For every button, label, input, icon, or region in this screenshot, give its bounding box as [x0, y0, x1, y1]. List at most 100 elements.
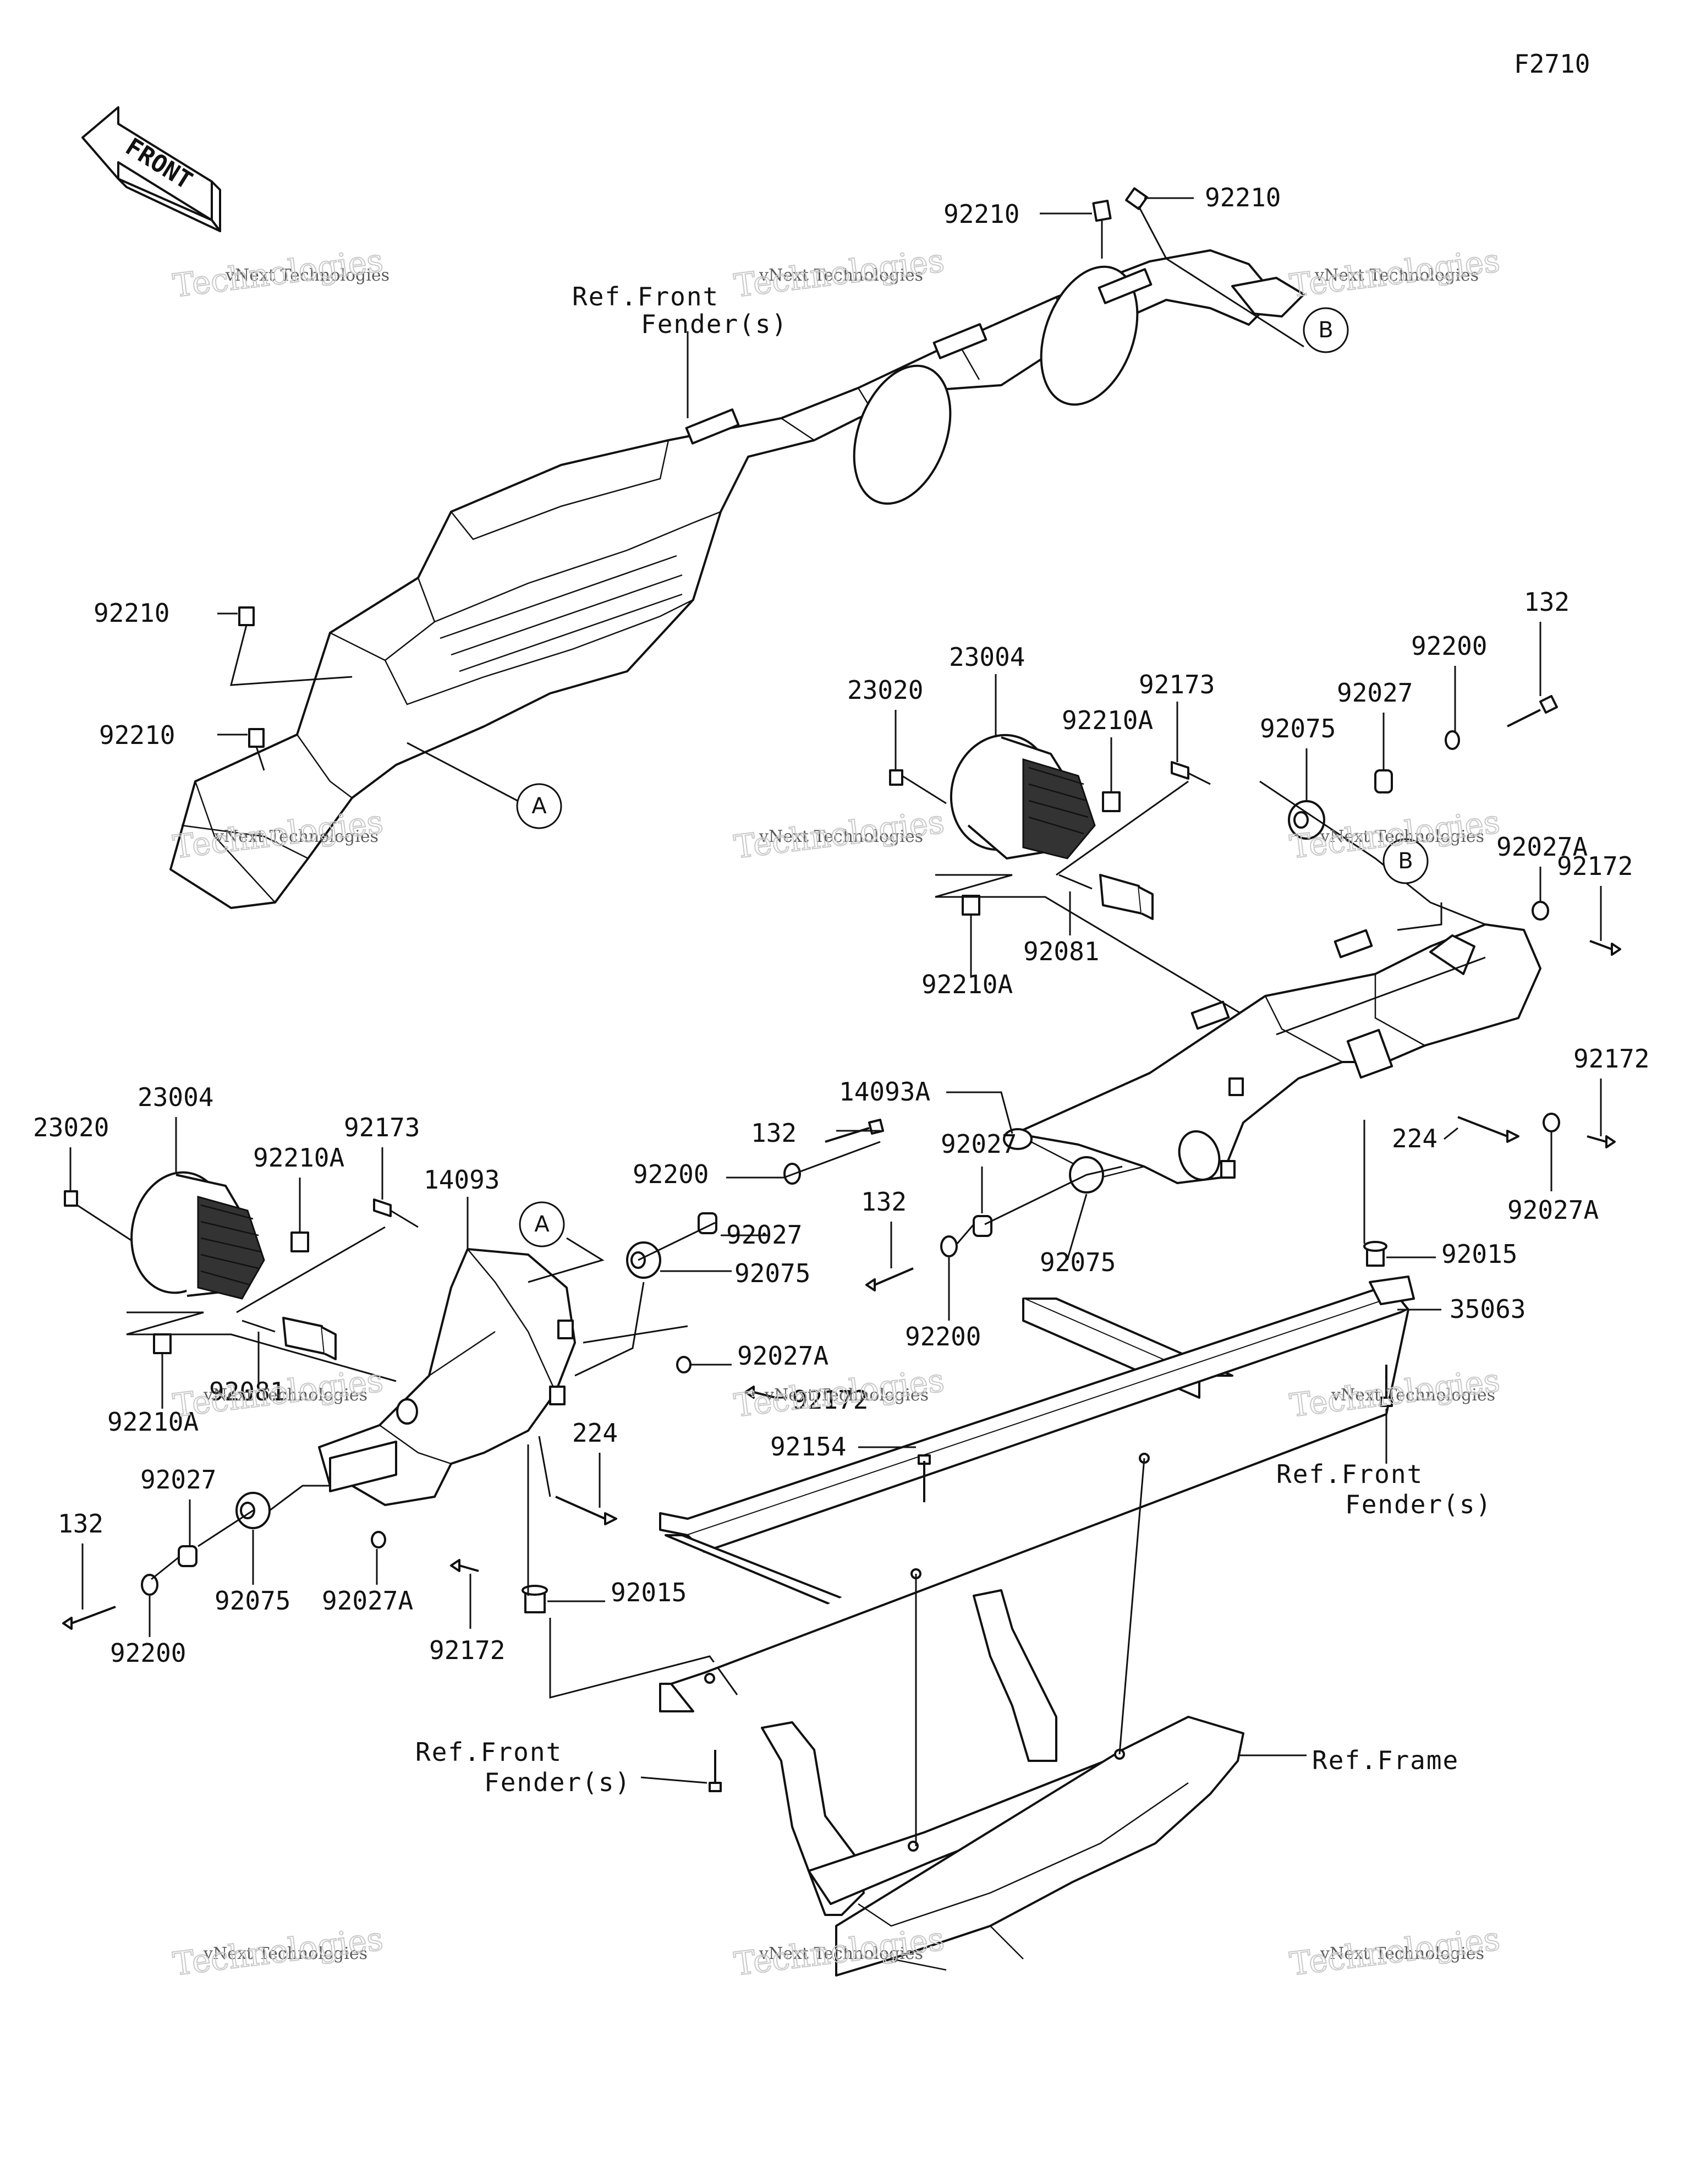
label-92200-top: 92200 [1411, 631, 1487, 661]
clip-92210-top-b [1125, 187, 1148, 210]
bracket-14093 [318, 1248, 576, 1506]
watermark-2: vNext Technologies Technologies [732, 241, 947, 305]
screw-92172-left [450, 1559, 479, 1572]
callout-b-mid-text: B [1398, 849, 1413, 874]
label-ref-front-fenders-left-1: Ref.Front [415, 1737, 562, 1767]
callout-a-top: A [516, 783, 562, 829]
watermark-small-6: vNext Technologies [1320, 827, 1484, 846]
watermark-small-10: vNext Technologies [203, 1944, 367, 1963]
connector-92081-left [242, 1317, 337, 1360]
label-ref-front-fenders-right-1: Ref.Front [1276, 1459, 1423, 1489]
label-92027a-left: 92027A [322, 1586, 413, 1616]
watermark-small-2: vNext Technologies [759, 266, 923, 285]
watermark-big-5: Technologies [732, 803, 946, 866]
watermark-small-1: vNext Technologies [225, 266, 389, 285]
label-92027a-right: 92027A [1507, 1195, 1599, 1225]
connector-92081-right [1058, 874, 1154, 920]
label-92027-left: 92027 [140, 1465, 216, 1495]
label-ref-frame: Ref.Frame [1312, 1745, 1459, 1775]
label-92210-left-a: 92210 [94, 598, 169, 628]
callout-b-top: B [1303, 307, 1349, 353]
collar-92015-right [1363, 1241, 1387, 1267]
clip-92210a-left-b [153, 1333, 172, 1354]
watermark-small-9: vNext Technologies [1331, 1386, 1495, 1405]
watermark-3: vNext Technologies Technologies [1287, 241, 1502, 305]
screw-92172-right-bottom [1587, 1135, 1616, 1148]
watermark-small-5: vNext Technologies [759, 827, 923, 846]
washer-92200-right-lower [940, 1235, 958, 1257]
clip-92210-left-b [248, 728, 265, 748]
screw-92172-right-top [1589, 940, 1621, 956]
label-92210-top-a: 92210 [943, 199, 1019, 229]
label-23020-right: 23020 [847, 675, 923, 705]
label-92027a-center: 92027A [737, 1341, 828, 1371]
label-ref-front-fenders-top-2: Fender(s) [641, 309, 788, 339]
label-92172-center: 92172 [792, 1385, 868, 1415]
headlight-left [130, 1171, 265, 1300]
bracket-35063 [659, 1276, 1415, 1712]
watermark-5: vNext Technologies Technologies [732, 802, 947, 866]
label-92210-top-b: 92210 [1205, 183, 1281, 212]
watermark-big-2: Technologies [732, 242, 946, 304]
label-ref-front-fenders-right-2: Fender(s) [1345, 1490, 1492, 1519]
label-92210a-right-b: 92210A [921, 970, 1013, 999]
label-92027a-top: 92027A [1496, 832, 1588, 862]
callout-a-top-text: A [531, 793, 547, 819]
label-224-left: 224 [572, 1418, 618, 1448]
label-35063: 35063 [1450, 1294, 1526, 1324]
label-92075-top: 92075 [1260, 714, 1336, 743]
watermark-10: vNext Technologies Technologies [171, 1919, 386, 1983]
clip-92173-left [373, 1198, 392, 1217]
bolt-92154 [918, 1454, 931, 1502]
front-fender-assembly [169, 249, 1305, 909]
clip-92210a-right-a [1102, 791, 1121, 812]
label-23004-right: 23004 [949, 642, 1025, 672]
watermark-8: vNext Technologies Technologies [732, 1361, 947, 1425]
label-92015-right: 92015 [1441, 1239, 1517, 1269]
label-92172-right: 92172 [1573, 1044, 1649, 1074]
label-14093a: 14093A [839, 1077, 930, 1107]
washer-92027a-right-top [1532, 901, 1549, 921]
label-92210a-left-b: 92210A [107, 1407, 199, 1437]
clip-92173-right [1171, 761, 1189, 780]
bolt-132-left [62, 1606, 116, 1630]
label-92172-top: 92172 [1557, 851, 1633, 881]
label-132-lower: 132 [861, 1187, 907, 1217]
label-ref-front-fenders-left-2: Fender(s) [484, 1767, 631, 1797]
callout-b-mid: B [1382, 838, 1429, 884]
callout-a-mid-text: A [534, 1212, 550, 1237]
headlight-right [950, 734, 1096, 860]
label-92200-lower: 92200 [905, 1322, 981, 1351]
watermark-big-12: Technologies [1288, 1920, 1502, 1983]
watermark-big-8: Technologies [732, 1361, 946, 1424]
label-92210a-right-a: 92210A [1062, 705, 1153, 735]
watermark-small-11: vNext Technologies [759, 1944, 923, 1963]
label-92081-left: 92081 [209, 1377, 285, 1406]
label-92075-left: 92075 [215, 1586, 290, 1616]
label-14093: 14093 [424, 1165, 500, 1195]
clip-92210a-left-a [290, 1231, 309, 1252]
watermark-12: vNext Technologies Technologies [1287, 1919, 1502, 1983]
label-132-top: 132 [1524, 587, 1570, 617]
label-92200-left: 92200 [110, 1638, 186, 1668]
watermark-big-3: Technologies [1288, 242, 1502, 304]
clip-92210-left-a [238, 606, 255, 626]
label-23020-left: 23020 [33, 1113, 109, 1142]
bolt-132-right-top [1507, 695, 1558, 727]
bolt-224-right [1457, 1116, 1519, 1143]
label-ref-front-fenders-top-1: Ref.Front [572, 282, 719, 311]
figure-id: F2710 [1514, 49, 1590, 79]
watermark-big-1: Technologies [171, 242, 385, 304]
watermark-1: vNext Technologies Technologies [171, 241, 389, 305]
label-92027-top: 92027 [1337, 678, 1413, 708]
label-92015-left: 92015 [611, 1578, 687, 1607]
screw-92172-center [744, 1386, 776, 1399]
grommet-92075-center [626, 1241, 661, 1279]
label-23004-left: 23004 [138, 1082, 213, 1112]
callout-a-mid: A [519, 1201, 565, 1247]
washer-92027a-center [676, 1356, 692, 1373]
watermark-big-10: Technologies [171, 1920, 385, 1983]
label-132-mid: 132 [751, 1118, 797, 1148]
bolt-ref-fender-left [709, 1750, 722, 1792]
